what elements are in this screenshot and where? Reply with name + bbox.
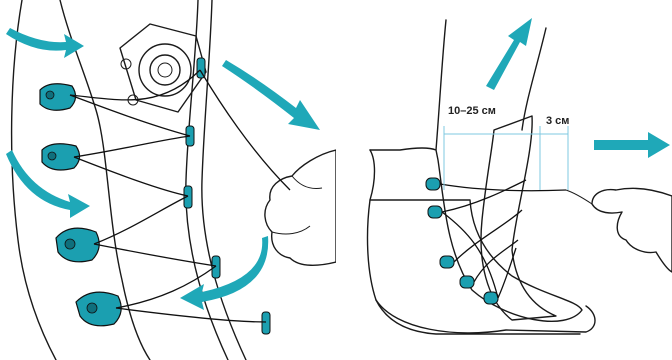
boot-tension-drawing: 10–25 см 3 см bbox=[336, 0, 672, 360]
arrow-icon bbox=[180, 236, 268, 310]
laces bbox=[440, 180, 566, 298]
boot-shell-outline bbox=[12, 0, 56, 360]
hand bbox=[265, 150, 336, 265]
laces bbox=[70, 70, 290, 322]
dimension-markers bbox=[444, 126, 568, 190]
hand bbox=[566, 188, 672, 272]
tongue-edge-right bbox=[202, 0, 246, 360]
boot-collar bbox=[370, 150, 375, 200]
arrow-right-icon bbox=[594, 132, 670, 158]
tongue-edge-left bbox=[186, 0, 228, 360]
right-illustration: 10–25 см 3 см bbox=[336, 0, 672, 360]
arrow-up-icon bbox=[486, 18, 532, 90]
arrow-icon bbox=[6, 28, 84, 58]
dimension-label-1: 10–25 см bbox=[448, 105, 496, 117]
boot-lacing-drawing bbox=[0, 0, 336, 360]
lace-hooks bbox=[426, 178, 498, 304]
direction-arrows bbox=[486, 18, 670, 158]
arrow-icon bbox=[222, 60, 320, 130]
dimension-label-2: 3 см bbox=[546, 115, 569, 127]
left-illustration bbox=[0, 0, 336, 360]
boot-tongue bbox=[481, 116, 556, 320]
